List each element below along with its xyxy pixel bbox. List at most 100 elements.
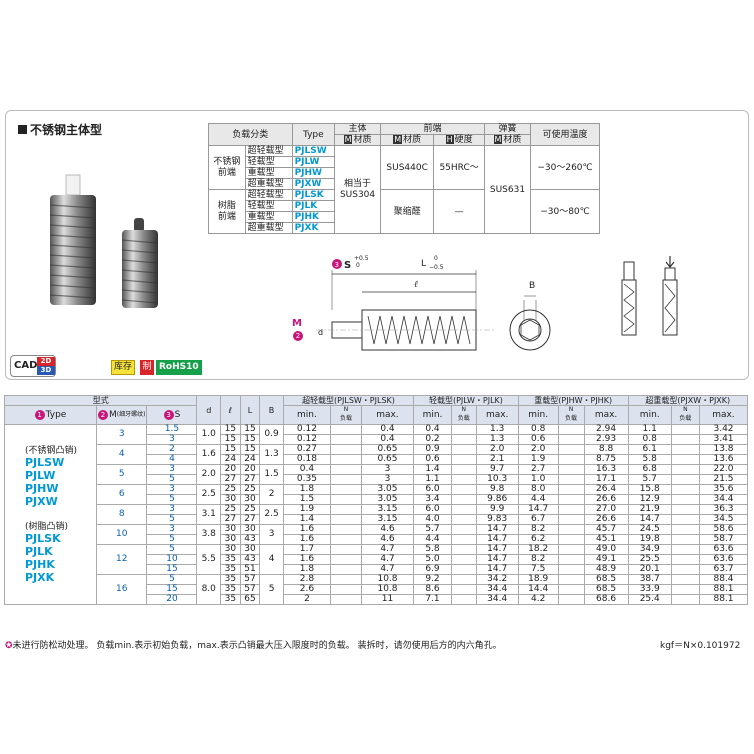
table-cell <box>330 594 362 605</box>
table-cell: 15 <box>220 444 241 455</box>
cad-2d-badge: 2D <box>37 357 55 366</box>
table-cell: 51 <box>239 564 261 575</box>
table-cell: 3.4 <box>413 494 452 505</box>
table-cell: 21.5 <box>699 474 748 485</box>
table-cell <box>557 424 585 435</box>
table-cell: 34.2 <box>475 574 519 585</box>
table-cell: 25 <box>220 484 241 495</box>
table-cell <box>330 524 362 535</box>
table-cell: 1.5 <box>259 464 284 485</box>
table-cell <box>557 584 585 595</box>
table-cell: 15 <box>220 434 241 445</box>
table-cell: 4.6 <box>360 534 415 545</box>
table-cell: 2.1 <box>475 454 519 465</box>
table-cell: 1.5 <box>282 494 332 505</box>
table-cell: 20 <box>220 464 241 475</box>
table-cell <box>450 484 477 495</box>
table-cell <box>670 524 701 535</box>
table-cell: 0.4 <box>360 424 415 435</box>
table-cell <box>557 484 585 495</box>
table-cell <box>330 434 362 445</box>
table-cell: 5.7 <box>627 474 672 485</box>
table-cell: 30 <box>220 524 241 535</box>
kgf-conversion: kgf＝N×0.101972 <box>660 641 741 651</box>
table-cell <box>450 554 477 565</box>
table-cell <box>330 474 362 485</box>
table-cell: 27 <box>239 514 261 525</box>
table-cell: 8.0 <box>196 574 221 605</box>
table-cell: 2 <box>282 594 332 605</box>
table-cell: 34.5 <box>699 514 748 525</box>
table-cell: 6 <box>95 484 148 505</box>
table-cell: 35 <box>220 594 241 605</box>
table-cell: 12 <box>95 544 148 575</box>
table-cell: 0.65 <box>360 444 415 455</box>
table-cell: 25 <box>239 504 261 515</box>
table-cell: 9.83 <box>475 514 519 525</box>
table-cell: 4.7 <box>360 564 415 575</box>
table-cell: 0.35 <box>282 474 332 485</box>
svg-text:0: 0 <box>356 262 360 269</box>
table-cell: 68.5 <box>583 584 629 595</box>
table-cell: 36.3 <box>699 504 748 515</box>
header-group-4: 超重载型(PJXW・PJXK) <box>627 395 749 406</box>
table-cell <box>450 584 477 595</box>
svg-text:+0.5: +0.5 <box>354 255 369 262</box>
table-cell: 0.12 <box>282 424 332 435</box>
header-type: Type <box>291 123 336 146</box>
table-cell: 48.9 <box>583 564 629 575</box>
table-cell: 43 <box>239 534 261 545</box>
table-cell: 27 <box>220 514 241 525</box>
table-cell: 35 <box>220 564 241 575</box>
table-cell: 2 <box>146 444 198 455</box>
table-cell: 45.7 <box>583 524 629 535</box>
table-cell: 30 <box>220 534 241 545</box>
table-cell: 11 <box>360 594 415 605</box>
table-cell: 20 <box>146 594 198 605</box>
table-cell <box>330 454 362 465</box>
table-cell: 6.9 <box>413 564 452 575</box>
table-cell <box>557 524 585 535</box>
table-cell: 1.1 <box>413 474 452 485</box>
table-cell: 15 <box>239 434 261 445</box>
table-cell <box>557 514 585 525</box>
table-cell <box>670 494 701 505</box>
table-cell <box>557 564 585 575</box>
table-cell: 58.7 <box>699 534 748 545</box>
table-cell: 3.1 <box>196 504 221 525</box>
table-cell: 10.3 <box>475 474 519 485</box>
table-cell: 6.8 <box>627 464 672 475</box>
table-cell: 3 <box>146 464 198 475</box>
table-cell: 4.0 <box>413 514 452 525</box>
table-cell: 14.4 <box>517 584 559 595</box>
table-cell <box>670 474 701 485</box>
table-cell: 0.8 <box>517 424 559 435</box>
table-cell <box>557 474 585 485</box>
table-cell: 13.8 <box>699 444 748 455</box>
steel-group: 不锈钢 前端 <box>208 145 246 190</box>
table-cell: 30 <box>239 494 261 505</box>
table-cell: 1.7 <box>282 544 332 555</box>
table-cell: 0.18 <box>282 454 332 465</box>
table-cell: 16.3 <box>583 464 629 475</box>
header-spring: 弹簧 <box>483 123 531 135</box>
table-cell <box>670 514 701 525</box>
table-cell <box>670 594 701 605</box>
table-cell <box>670 534 701 545</box>
table-cell <box>330 554 362 565</box>
table-cell: 45.1 <box>583 534 629 545</box>
table-cell: 1.9 <box>517 454 559 465</box>
table-cell: 49.1 <box>583 554 629 565</box>
table-cell: 4.4 <box>413 534 452 545</box>
table-cell: 3.41 <box>699 434 748 445</box>
table-cell: 1.6 <box>282 524 332 535</box>
table-cell: 8.75 <box>583 454 629 465</box>
